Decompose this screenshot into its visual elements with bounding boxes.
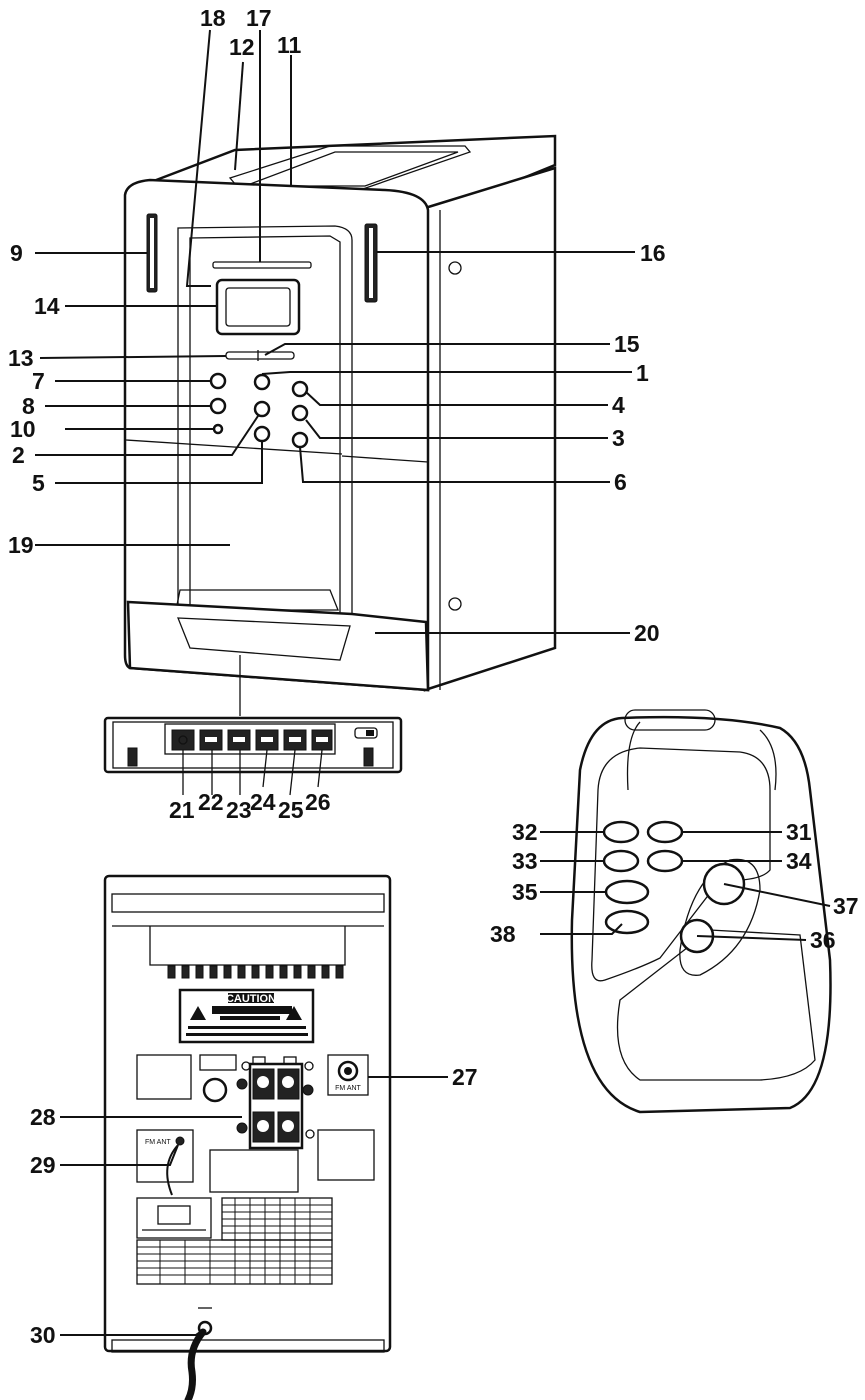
callout-32: 32 [512, 819, 538, 845]
callout-17: 17 [246, 5, 272, 31]
callout-37: 37 [833, 893, 859, 919]
callout-5: 5 [32, 470, 45, 496]
remote-control [570, 709, 832, 1114]
front-control-buttons [209, 372, 309, 449]
bottom-control-strip [103, 716, 403, 774]
callout-14: 14 [34, 293, 60, 319]
callout-16: 16 [640, 240, 666, 266]
leader-lines [35, 29, 831, 1336]
callout-7: 7 [32, 368, 45, 394]
callout-20: 20 [634, 620, 660, 646]
svg-text:FM ANT: FM ANT [335, 1085, 361, 1092]
callout-15: 15 [614, 331, 640, 357]
callout-1: 1 [636, 360, 649, 386]
callout-25: 25 [278, 797, 304, 823]
callout-8: 8 [22, 393, 35, 419]
callout-38: 38 [490, 921, 516, 947]
rear-vent-slots [167, 965, 344, 979]
callout-28: 28 [30, 1104, 56, 1130]
callout-31: 31 [786, 819, 812, 845]
callout-36: 36 [810, 927, 836, 953]
callout-19: 19 [8, 532, 34, 558]
callout-29: 29 [30, 1152, 56, 1178]
callout-35: 35 [512, 879, 538, 905]
callout-12: 12 [229, 34, 255, 60]
svg-text:FM ANT: FM ANT [145, 1139, 171, 1146]
callout-13: 13 [8, 345, 34, 371]
callout-4: 4 [612, 392, 625, 418]
callout-21: 21 [169, 797, 195, 823]
rear-view: CAUTION FM [103, 874, 392, 1353]
callout-18: 18 [200, 5, 226, 31]
callout-30: 30 [30, 1322, 56, 1348]
speaker-terminals [236, 1056, 315, 1150]
callout-2: 2 [12, 442, 25, 468]
callout-23: 23 [226, 797, 252, 823]
power-cord [184, 1328, 207, 1400]
callout-3: 3 [612, 425, 625, 451]
main-unit-front-view [123, 134, 557, 692]
callout-34: 34 [786, 848, 812, 874]
callout-27: 27 [452, 1064, 478, 1090]
callout-33: 33 [512, 848, 538, 874]
callout-11: 11 [277, 32, 302, 58]
callout-9: 9 [10, 240, 23, 266]
svg-text:CAUTION: CAUTION [226, 993, 276, 1005]
callout-10: 10 [10, 416, 36, 442]
callout-26: 26 [305, 789, 331, 815]
callout-6: 6 [614, 469, 627, 495]
callout-22: 22 [198, 789, 224, 815]
rear-vent-grid [136, 1197, 333, 1285]
callout-24: 24 [250, 789, 276, 815]
callout-numbers: 18 17 12 11 9 16 14 15 13 7 1 8 4 10 3 2… [8, 5, 859, 1348]
caution-label: CAUTION [178, 988, 315, 1044]
